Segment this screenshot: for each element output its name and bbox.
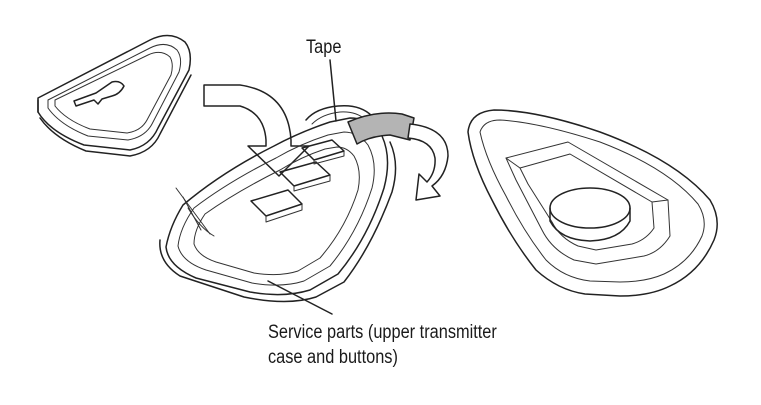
- t-emblem-icon: [73, 80, 125, 107]
- service-parts-leader-line: [267, 280, 333, 315]
- tape-leader-line: [329, 59, 337, 122]
- service-parts-case: [159, 104, 397, 303]
- lower-case-with-button: [467, 109, 718, 297]
- tape-strip: [347, 112, 415, 145]
- round-button: [549, 187, 631, 242]
- service-parts-label-line1: Service parts (upper transmitter: [268, 322, 497, 343]
- flip-arrow-icon: [407, 123, 449, 201]
- tape-label: Tape: [306, 37, 342, 58]
- insert-arrow-icon: [203, 84, 310, 177]
- lower-case-piece: [37, 34, 192, 157]
- service-parts-label-line2: case and buttons): [268, 347, 398, 368]
